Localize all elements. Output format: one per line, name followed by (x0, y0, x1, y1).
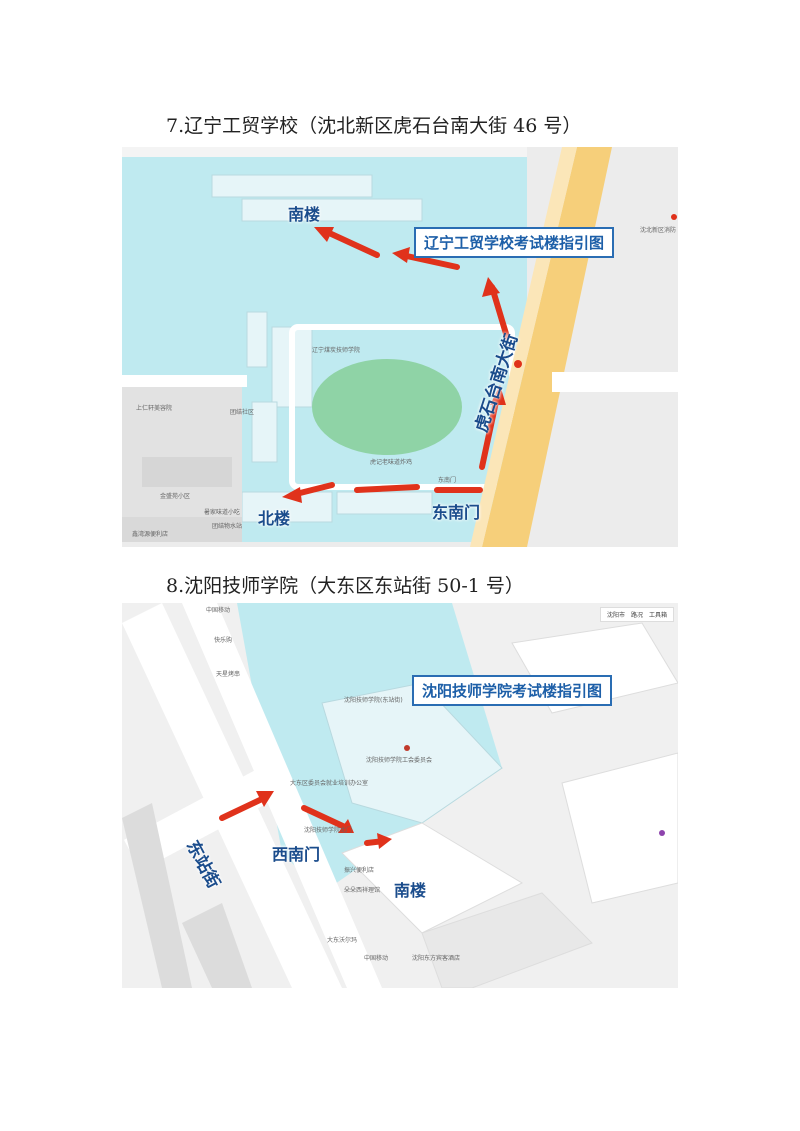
map-2-poi: 天星烤串 (216, 671, 241, 678)
map-2-guide-title: 沈阳技师学院考试楼指引图 (412, 675, 613, 706)
map-1-poi: 鑫湾源便利店 (132, 531, 169, 538)
map-1-poi: 暑家味道小吃 (204, 509, 241, 516)
map-2-label-southwest-gate: 西南门 (272, 845, 321, 864)
map-1-label-south-building: 南楼 (288, 205, 321, 224)
map-1-label-north-building: 北楼 (258, 509, 291, 528)
map-1-poi: 虎记老味道炸鸡 (370, 459, 413, 466)
map-2-label-south-building: 南楼 (394, 881, 427, 900)
map-2-poi: 大东区委员会就业培训办公室 (290, 780, 369, 787)
map-shenyang-jishi: 沈阳市 路况 工具箱 沈阳技师学院考试楼指引图 南楼 西南门 东站街 中国移动 … (122, 603, 678, 988)
map-1-poi: 沈北新区消防 (640, 227, 677, 234)
map-1-graphic (122, 147, 678, 547)
map-2-toolbar-tools[interactable]: 工具箱 (648, 612, 667, 619)
map-2-poi: 快乐购 (214, 637, 233, 644)
map-1-guide-title: 辽宁工贸学校考试楼指引图 (414, 227, 615, 258)
map-2-poi: 沈阳技师学院工会委员会 (366, 757, 433, 764)
section-heading-2: 8.沈阳技师学院（大东区东站街 50-1 号） (166, 575, 524, 597)
map-2-poi: 沈阳技师学院(东站街) (344, 697, 403, 704)
map-2-poi: 沈阳东方宾客酒店 (412, 955, 461, 962)
map-1-poi: 团结物水站 (212, 523, 243, 530)
map-2-graphic (122, 603, 678, 988)
map-1-poi: 团结社区 (230, 409, 255, 416)
map-2-toolbar-traffic[interactable]: 路况 (630, 612, 643, 619)
map-1-poi: 上仁轩美容院 (136, 405, 173, 412)
map-2-poi: 振兴便利店 (344, 867, 375, 874)
map-1-poi: 东南门 (438, 477, 457, 484)
section-heading-1: 7.辽宁工贸学校（沈北新区虎石台南大街 46 号） (166, 115, 582, 137)
map-1-label-southeast-gate: 东南门 (432, 503, 481, 522)
map-liaoning-gongmao: 辽宁工贸学校考试楼指引图 南楼 北楼 东南门 虎石台南大街 辽宁煤炭技师学院 团… (122, 147, 678, 547)
map-2-poi: 大东沃尔玛 (327, 937, 358, 944)
map-2-poi: 朵朵西祥理馆 (344, 887, 381, 894)
map-1-poi: 金盛苑小区 (160, 493, 191, 500)
map-2-toolbar-city[interactable]: 沈阳市 (606, 612, 625, 619)
map-2-poi: 中国移动 (206, 607, 231, 614)
map-2-poi: 中国移动 (364, 955, 389, 962)
map-2-toolbar: 沈阳市 路况 工具箱 (599, 607, 674, 622)
map-1-poi: 辽宁煤炭技师学院 (312, 347, 361, 354)
map-2-poi: 沈阳技师学院北门 (304, 827, 353, 834)
